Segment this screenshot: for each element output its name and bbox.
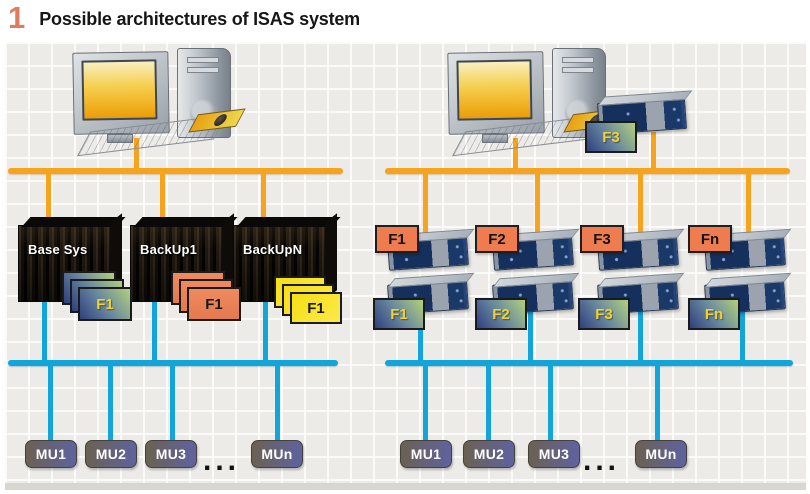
function-badge-fn: Fn [688,225,732,253]
function-card-f1: F1 [373,298,425,330]
drive-bay [562,67,594,73]
screen [456,59,533,121]
bus-module-link [423,174,428,244]
mu-label: MU1 [410,446,442,462]
card-label: F3 [595,305,613,323]
bus-module-link [638,174,643,244]
function-card-fn: Fn [688,298,740,330]
mu-link [170,366,175,440]
workstation-computer-icon [65,48,260,157]
mu-unit: MU2 [85,440,137,468]
screen [81,59,158,121]
badge-label: F1 [388,230,406,248]
mu-label: MU2 [473,446,505,462]
module-lowbus-link [528,310,533,360]
bus-rack-link [261,174,266,232]
function-badge-f3: F3 [580,225,624,253]
mu-label: MU1 [35,446,67,462]
function-badge-f1: F1 [375,225,419,253]
card-label: F1 [307,299,325,317]
page-title: Possible architectures of ISAS system [39,9,360,29]
rack-label: Base Sys [28,242,88,257]
mu-link [48,366,53,440]
function-card-f1: F1 [187,287,241,321]
badge-label: F3 [593,230,611,248]
mu-label: MUn [645,446,677,462]
module-lowbus-link [740,310,745,360]
bus-module-link [535,174,540,244]
drive-bay [562,57,594,63]
bus-rack-link [46,174,51,232]
mu-unit: MUn [251,440,303,468]
rack-lowbus-link [263,300,268,360]
card-label: Fn [704,305,724,323]
upper-bus-left [8,168,343,174]
mu-unit: MU3 [528,440,580,468]
drive-bay [187,67,219,73]
mu-unit: MU1 [25,440,77,468]
badge-label: Fn [700,230,720,248]
mu-label: MUn [261,446,293,462]
pc-bus-link-left [134,138,139,170]
section-number: 1 [8,0,26,35]
card-label: F1 [96,295,114,313]
monitor-icon [72,51,170,135]
pc-bus-link-right [513,138,518,170]
mu-link [108,366,113,440]
mu-link [423,366,428,440]
lower-bus-right [385,360,793,366]
mu-label: MU3 [538,446,570,462]
drive-bay [187,57,219,63]
function-card-f2: F2 [475,298,527,330]
bus-rack-link [160,174,165,232]
card-label: F1 [205,295,223,313]
header: 1 Possible architectures of ISAS system [8,2,360,33]
function-card-f3: F3 [578,298,630,330]
module-lowbus-link [638,310,643,360]
bus-module-link [746,174,751,244]
card-label: F3 [602,128,620,146]
mu-label: MU3 [155,446,187,462]
monitor-stand [482,134,508,143]
module-lowbus-link [418,310,423,360]
lower-bus-left [8,360,338,366]
function-card-f3: F3 [585,121,637,153]
ellipsis: ... [583,444,621,477]
badge-label: F2 [488,230,506,248]
module-bus-link [651,132,656,170]
mu-unit: MU2 [463,440,515,468]
mu-unit: MU3 [145,440,197,468]
mu-label: MU2 [95,446,127,462]
mu-link [655,366,660,440]
monitor-stand [107,134,133,143]
function-card-f1: F1 [78,287,132,321]
rack-lowbus-link [152,300,157,360]
mu-link [486,366,491,440]
architecture-diagram: F3 Base Sys BackUp1 BackUpN F1 F1 F1 [5,42,806,490]
mu-unit: MUn [635,440,687,468]
function-card-f1: F1 [290,292,342,324]
rack-label: BackUp1 [140,242,198,257]
mu-link [548,366,553,440]
function-badge-f2: F2 [475,225,519,253]
rack-lowbus-link [42,300,47,360]
upper-bus-right [385,168,790,174]
mu-link [275,366,280,440]
card-label: F1 [390,305,408,323]
card-label: F2 [492,305,510,323]
ellipsis: ... [203,444,241,477]
rack-label: BackUpN [243,242,303,257]
mu-unit: MU1 [400,440,452,468]
monitor-icon [447,51,545,135]
